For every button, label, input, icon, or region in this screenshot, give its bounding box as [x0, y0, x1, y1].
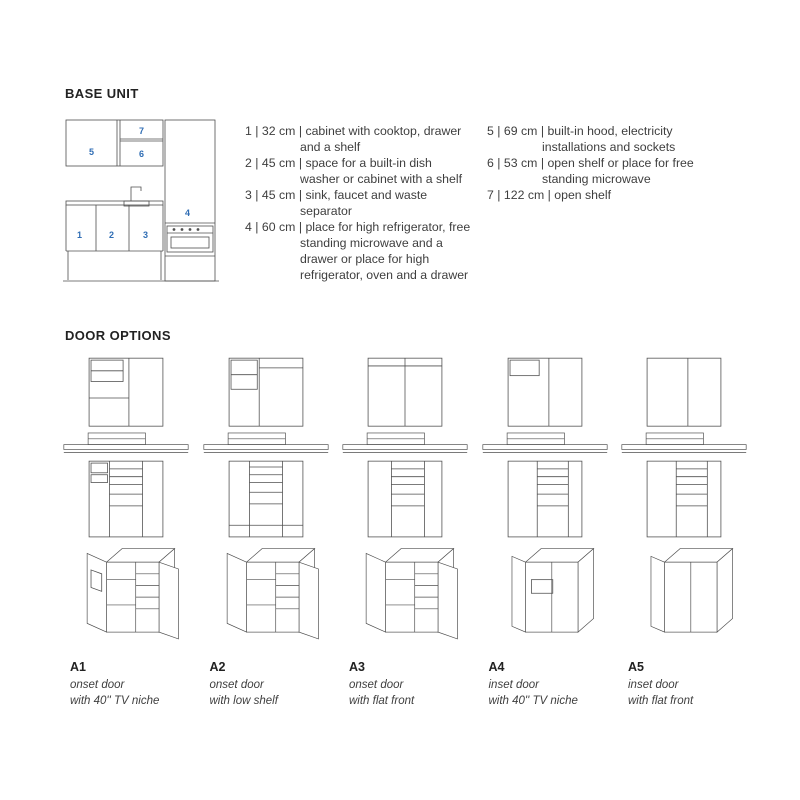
legend-item-7: 7 | 122 cm | open shelf — [487, 187, 725, 203]
legend-number: 6 — [487, 156, 494, 170]
legend-item-2: 2 | 45 cm | space for a built-in dish wa… — [245, 155, 473, 187]
legend-description: built-in hood, electricity installations… — [542, 124, 676, 154]
legend-number: 4 — [245, 220, 252, 234]
legend-number: 1 — [245, 124, 252, 138]
door-option-desc-line2: with low shelf — [209, 695, 278, 707]
door-option-desc-line1: onset door — [209, 679, 264, 691]
diagram-label-4: 4 — [185, 208, 190, 218]
diagram-label-2: 2 — [109, 230, 114, 240]
base-unit-title: BASE UNIT — [65, 86, 139, 101]
legend-size: 60 cm — [261, 220, 296, 234]
legend-size: 45 cm — [261, 156, 296, 170]
legend-description: space for a built-in dish washer or cabi… — [300, 156, 462, 186]
legend-description: cabinet with cooktop, drawer and a shelf — [300, 124, 462, 154]
legend-size: 122 cm — [503, 188, 545, 202]
door-option-a2-drawing — [202, 357, 329, 640]
door-option-code: A2 — [209, 660, 226, 674]
legend-number: 7 — [487, 188, 494, 202]
legend-separator: | — [547, 188, 551, 202]
base-unit-diagram: 5 7 6 4 1 2 3 — [63, 119, 219, 282]
diagram-label-5: 5 — [89, 147, 94, 157]
legend-separator: | — [540, 124, 545, 138]
legend-item-5: 5 | 69 cm | built-in hood, electricity i… — [487, 123, 725, 155]
legend-separator: | — [255, 156, 259, 170]
door-options-row: A1 onset door with 40'' TV niche — [58, 350, 752, 709]
door-option-desc-line1: onset door — [349, 679, 404, 691]
legend-description: sink, faucet and waste separator — [300, 188, 428, 218]
legend-item-6: 6 | 53 cm | open shelf or place for free… — [487, 155, 725, 187]
door-option-a3-drawing — [342, 357, 468, 640]
door-option-desc-line1: onset door — [70, 679, 125, 691]
door-option-desc-line1: inset door — [488, 679, 540, 691]
legend-item-4: 4 | 60 cm | place for high refrigerator,… — [245, 219, 473, 283]
door-options-title: DOOR OPTIONS — [65, 328, 171, 343]
legend-size: 45 cm — [261, 188, 296, 202]
door-option-a1: A1 onset door with 40'' TV niche — [58, 350, 194, 709]
legend-size: 32 cm — [261, 124, 296, 138]
diagram-label-6: 6 — [139, 149, 144, 159]
legend-item-3: 3 | 45 cm | sink, faucet and waste separ… — [245, 187, 473, 219]
legend-separator: | — [497, 188, 501, 202]
legend-separator: | — [298, 220, 303, 234]
legend-separator: | — [298, 124, 303, 138]
legend-separator: | — [497, 156, 501, 170]
door-option-code: A1 — [70, 660, 86, 674]
door-option-desc-line1: inset door — [628, 679, 679, 691]
legend-separator: | — [298, 156, 303, 170]
door-option-a2: A2 onset door with low shelf — [198, 350, 334, 709]
door-option-code: A3 — [349, 660, 365, 674]
door-option-code: A5 — [628, 660, 644, 674]
legend-item-1: 1 | 32 cm | cabinet with cooktop, drawer… — [245, 123, 473, 155]
legend-number: 5 — [487, 124, 494, 138]
legend-description: open shelf — [554, 188, 612, 202]
base-unit-legend-column-1: 1 | 32 cm | cabinet with cooktop, drawer… — [245, 123, 473, 283]
door-option-a5-drawing — [621, 357, 747, 633]
door-option-a1-drawing — [63, 357, 189, 640]
door-option-a4: A4 inset door with 40'' TV niche — [477, 350, 613, 709]
legend-separator: | — [255, 124, 259, 138]
legend-size: 53 cm — [503, 156, 538, 170]
door-option-code: A4 — [488, 660, 505, 674]
diagram-label-1: 1 — [77, 230, 82, 240]
legend-separator: | — [255, 188, 259, 202]
door-option-desc-line2: with 40'' TV niche — [70, 695, 160, 707]
diagram-label-3: 3 — [143, 230, 148, 240]
legend-separator: | — [497, 124, 501, 138]
legend-description: place for high refrigerator, free standi… — [300, 220, 471, 282]
door-option-a5: A5 inset door with flat front — [616, 350, 752, 709]
legend-number: 3 — [245, 188, 252, 202]
legend-number: 2 — [245, 156, 252, 170]
legend-description: open shelf or place for free standing mi… — [542, 156, 694, 186]
legend-size: 69 cm — [503, 124, 538, 138]
legend-separator: | — [255, 220, 259, 234]
door-option-desc-line2: with flat front — [349, 695, 415, 707]
base-unit-legend-column-2: 5 | 69 cm | built-in hood, electricity i… — [487, 123, 725, 203]
legend-separator: | — [298, 188, 303, 202]
door-option-desc-line2: with 40'' TV niche — [488, 695, 578, 707]
legend-separator: | — [540, 156, 545, 170]
door-option-desc-line2: with flat front — [628, 695, 694, 707]
door-option-a4-drawing — [481, 357, 608, 633]
diagram-label-7: 7 — [139, 126, 144, 136]
door-option-a3: A3 onset door with flat front — [337, 350, 473, 709]
